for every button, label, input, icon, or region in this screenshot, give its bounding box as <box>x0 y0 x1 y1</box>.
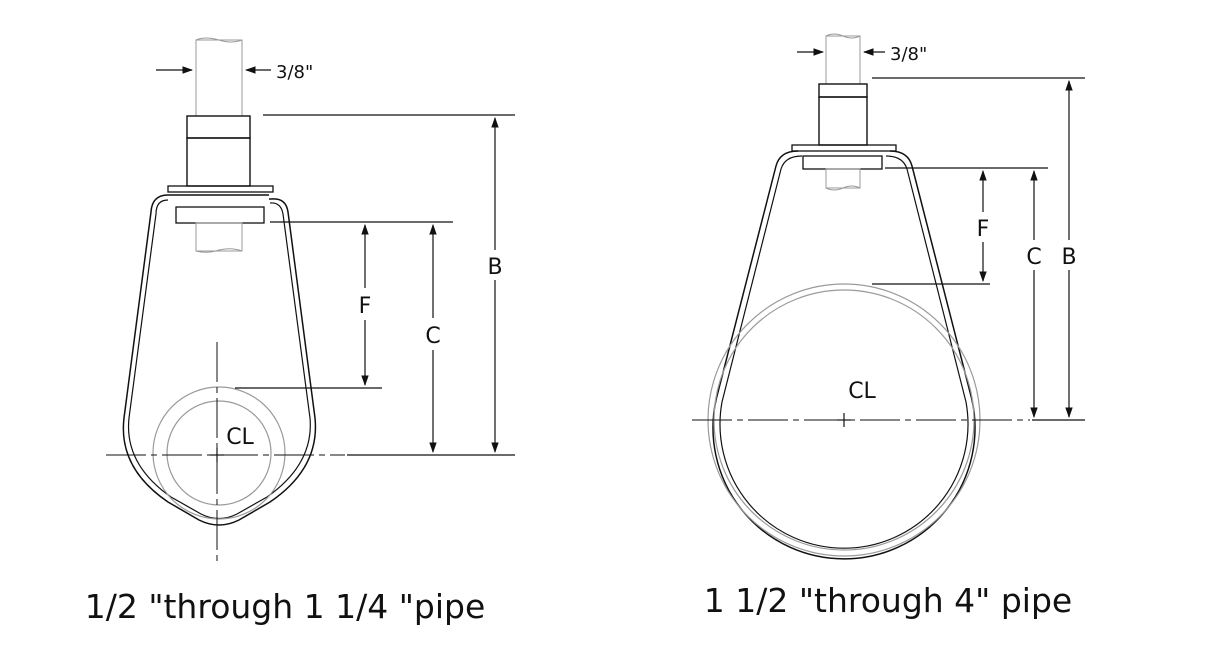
right-swivel-nut-collar <box>818 83 868 98</box>
right-hex-nut <box>802 155 883 170</box>
right-swivel-nut-knurl <box>818 96 868 146</box>
left-hex-nut <box>175 206 265 224</box>
right-dim-c-label: C <box>1026 245 1041 270</box>
left-centerline-label: CL <box>226 425 254 450</box>
left-swivel-nut-knurl <box>186 137 251 187</box>
left-pipe-outer <box>152 386 286 520</box>
right-top-plate <box>791 144 897 152</box>
left-dim-f-label: F <box>359 294 372 319</box>
left-threaded-rod-bottom <box>195 222 243 252</box>
right-dim-b-label: B <box>1061 245 1076 270</box>
left-top-plate <box>167 185 274 193</box>
right-centerline-label: CL <box>848 379 876 404</box>
left-swivel-nut-collar <box>186 115 251 139</box>
right-threaded-rod-top <box>825 35 861 85</box>
left-dim-b-label: B <box>487 255 502 280</box>
left-hanger <box>106 37 345 565</box>
left-hanger-band <box>122 194 317 526</box>
right-rod-size-label: 3/8" <box>890 44 927 65</box>
left-dim-c-label: C <box>425 324 440 349</box>
right-dimensions <box>797 48 1085 421</box>
left-dimensions <box>156 66 515 456</box>
left-rod-size-label: 3/8" <box>276 62 313 83</box>
right-hanger-band <box>712 150 976 560</box>
left-pipe-inner <box>166 400 272 506</box>
right-caption: 1 1/2 "through 4" pipe <box>704 581 1072 620</box>
right-hanger <box>692 33 1030 560</box>
left-caption: 1/2 "through 1 1/4 "pipe <box>85 587 486 626</box>
right-dim-f-label: F <box>977 217 990 242</box>
right-threaded-rod-bottom <box>825 168 861 189</box>
left-threaded-rod-top <box>195 39 243 117</box>
